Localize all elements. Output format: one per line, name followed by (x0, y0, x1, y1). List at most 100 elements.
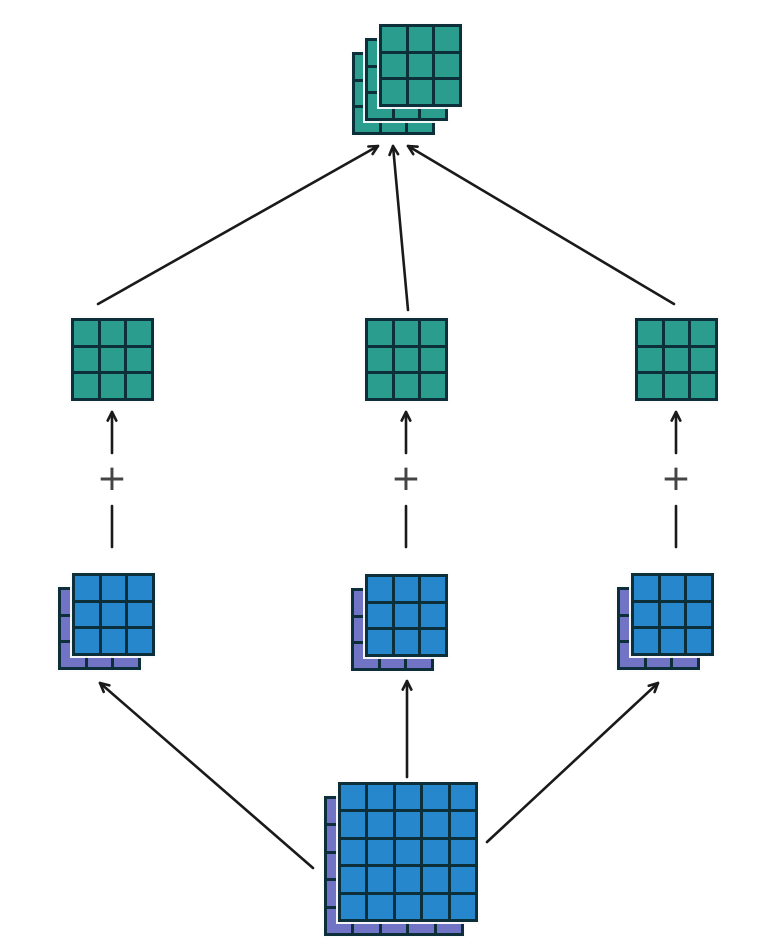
grid-cell (368, 321, 392, 345)
grid-cell (638, 321, 662, 345)
grid-cell (394, 321, 419, 345)
grid-cell (75, 602, 99, 627)
grid-cell (394, 347, 419, 372)
plus-left-operator: + (96, 458, 128, 499)
grid-cell (101, 576, 126, 600)
grid-cell (394, 577, 419, 601)
grid-cell (368, 630, 392, 654)
grid-cell (74, 374, 98, 398)
grid-cell (394, 630, 419, 654)
right-map-to-output-arrow (406, 144, 676, 306)
grid-cell (75, 629, 99, 653)
grid-cell (408, 53, 433, 78)
grid-cell (128, 576, 152, 600)
grid-cell (664, 374, 689, 398)
grid-cell (421, 321, 445, 345)
input-to-right-channel-arrow (485, 681, 660, 844)
grid-cell (127, 374, 151, 398)
grid-cell (395, 867, 421, 892)
grid-cell (421, 630, 445, 654)
grid-cell (660, 602, 685, 627)
channel-stack-middle-layer-1 (365, 574, 448, 657)
grid-cell (687, 602, 711, 627)
grid-cell (341, 867, 366, 892)
left-map-to-output-arrow (96, 144, 380, 306)
grid-cell (368, 812, 393, 837)
grid-cell (127, 321, 151, 345)
grid-cell (691, 374, 715, 398)
plus-middle-operator: + (390, 458, 422, 499)
grid-cell (341, 812, 366, 837)
middle-map-to-output-arrow (388, 144, 410, 312)
grid-cell (368, 867, 393, 892)
grid-cell (421, 577, 445, 601)
grid-cell (660, 629, 685, 653)
grid-cell (687, 629, 711, 653)
grid-cell (435, 53, 459, 78)
grid-cell (101, 629, 126, 653)
grid-cell (421, 347, 445, 372)
grid-cell (450, 894, 475, 919)
grid-cell (127, 347, 151, 372)
grid-cell (435, 27, 459, 51)
grid-cell (100, 374, 125, 398)
channel-stack-left-layer-1 (72, 573, 155, 656)
grid-cell (74, 347, 98, 372)
grid-cell (450, 867, 475, 892)
grid-cell (435, 80, 459, 104)
grid-cell (638, 347, 662, 372)
grid-cell (394, 603, 419, 628)
grid-cell (395, 785, 421, 810)
grid-cell (638, 374, 662, 398)
grid-cell (423, 839, 448, 865)
grid-cell (423, 785, 448, 810)
grid-cell (687, 576, 711, 600)
featuremap-left-layer-0 (71, 318, 154, 401)
grid-cell (450, 839, 475, 865)
channel-stack-right-layer-1 (631, 573, 714, 656)
grid-cell (368, 785, 393, 810)
grid-cell (408, 80, 433, 104)
grid-cell (382, 80, 406, 104)
grid-cell (341, 894, 366, 919)
grid-cell (128, 602, 152, 627)
grid-cell (423, 894, 448, 919)
grid-cell (100, 347, 125, 372)
grid-cell (341, 839, 366, 865)
grid-cell (395, 812, 421, 837)
grid-cell (423, 812, 448, 837)
grid-cell (368, 894, 393, 919)
grid-cell (368, 839, 393, 865)
grid-cell (408, 27, 433, 51)
grid-cell (100, 321, 125, 345)
grid-cell (660, 576, 685, 600)
grid-cell (394, 374, 419, 398)
grid-cell (382, 27, 406, 51)
featuremap-right-layer-0 (635, 318, 718, 401)
grid-cell (341, 785, 366, 810)
plus-right-operator: + (660, 458, 692, 499)
grid-cell (450, 812, 475, 837)
grid-cell (101, 602, 126, 627)
input-to-left-channel-arrow (98, 681, 315, 870)
grid-cell (634, 576, 658, 600)
grid-cell (421, 603, 445, 628)
grid-cell (664, 347, 689, 372)
grid-cell (128, 629, 152, 653)
grid-cell (368, 577, 392, 601)
grid-cell (382, 53, 406, 78)
grid-cell (691, 347, 715, 372)
grid-cell (368, 603, 392, 628)
featuremap-middle-layer-0 (365, 318, 448, 401)
grid-cell (395, 839, 421, 865)
grid-cell (664, 321, 689, 345)
grid-cell (691, 321, 715, 345)
grid-cell (74, 321, 98, 345)
grid-cell (395, 894, 421, 919)
grid-cell (450, 785, 475, 810)
grid-cell (423, 867, 448, 892)
grid-cell (368, 374, 392, 398)
output-volume-layer-2 (379, 24, 462, 107)
